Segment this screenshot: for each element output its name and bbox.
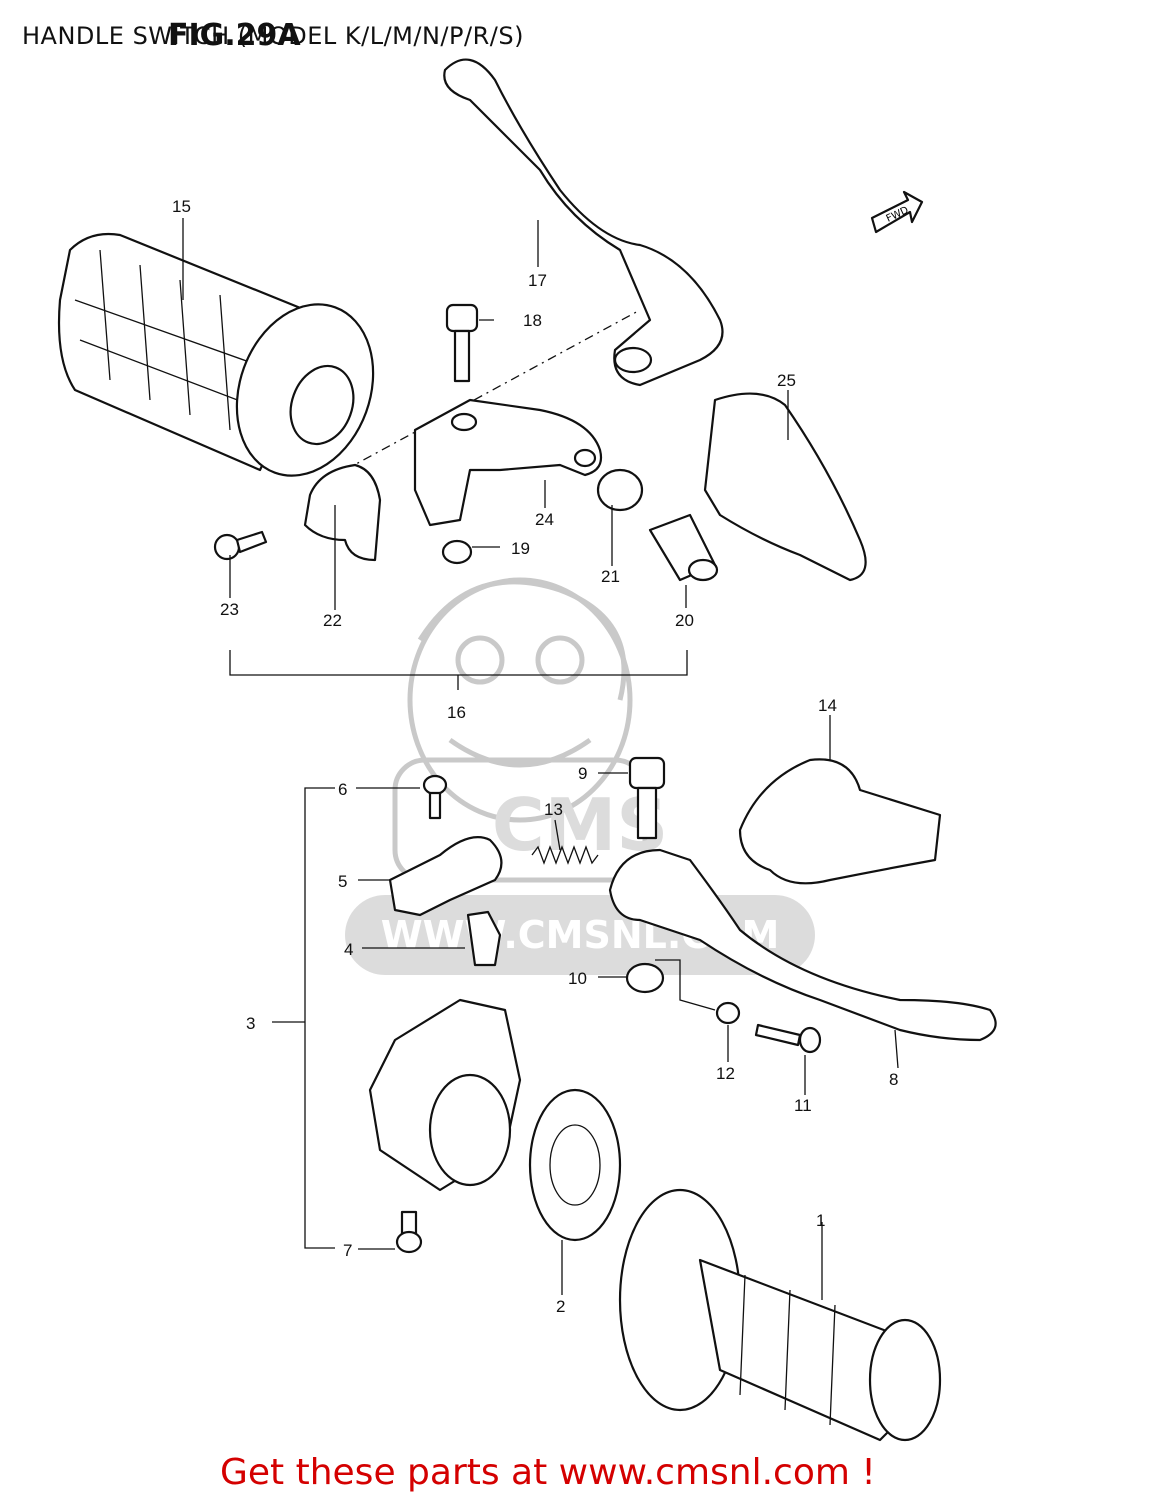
callout-25: 25 <box>777 371 796 390</box>
callout-6: 6 <box>338 780 347 799</box>
part-8-lever <box>608 848 997 1042</box>
cmsnl-link[interactable]: Get these parts at www.cmsnl.com ! <box>220 1452 876 1493</box>
callout-19: 19 <box>511 539 530 558</box>
callout-11: 11 <box>794 1096 812 1115</box>
part-25-boot <box>703 392 867 582</box>
part-13-spring <box>531 845 599 865</box>
callout-9: 9 <box>578 764 587 783</box>
part-10-nut <box>625 962 665 994</box>
callout-17: 17 <box>528 271 547 290</box>
callout-8: 8 <box>889 1070 898 1089</box>
callout-10: 10 <box>568 969 587 988</box>
fwd-badge-label: FWD <box>885 205 911 225</box>
callout-18: 18 <box>523 311 542 330</box>
part-1-grip <box>618 1188 942 1442</box>
part-2-pulley <box>528 1088 622 1242</box>
callout-14: 14 <box>818 696 837 715</box>
part-12-nut <box>715 1001 741 1025</box>
callout-12: 12 <box>716 1064 735 1083</box>
page-title: HANDLE SWITCH (MODEL K/L/M/N/P/R/S) <box>22 22 524 50</box>
fwd-arrow-icon: FWD <box>870 190 924 234</box>
part-4-contact <box>466 910 502 967</box>
callout-23: 23 <box>220 600 239 619</box>
part-22-clamp <box>303 463 382 562</box>
part-20-adjuster <box>648 513 719 582</box>
callout-1: 1 <box>816 1211 825 1230</box>
callout-22: 22 <box>323 611 342 630</box>
part-6-screw <box>422 774 448 820</box>
callout-5: 5 <box>338 872 347 891</box>
part-17-lever <box>443 58 724 387</box>
part-14-cover <box>738 758 942 885</box>
callout-3: 3 <box>246 1014 255 1033</box>
part-3-housing <box>368 998 522 1192</box>
callout-13: 13 <box>544 800 563 819</box>
part-19-nut <box>441 539 473 565</box>
part-21-locknut <box>596 468 644 512</box>
part-24-holder <box>413 398 603 527</box>
part-7-screw <box>395 1210 423 1254</box>
callout-21: 21 <box>601 567 620 586</box>
callout-24: 24 <box>535 510 554 529</box>
part-15-grip <box>57 232 375 477</box>
figure-number: FIG.29A <box>168 18 301 53</box>
part-23-screw <box>213 530 268 561</box>
part-9-bolt <box>628 756 666 840</box>
part-18-bolt <box>445 303 479 383</box>
callout-2: 2 <box>556 1297 565 1316</box>
callout-7: 7 <box>343 1241 352 1260</box>
part-5-switch <box>388 836 503 917</box>
callout-15: 15 <box>172 197 191 216</box>
callout-20: 20 <box>675 611 694 630</box>
callout-4: 4 <box>344 940 353 959</box>
part-11-bolt <box>754 1023 822 1054</box>
callout-16: 16 <box>447 703 466 722</box>
